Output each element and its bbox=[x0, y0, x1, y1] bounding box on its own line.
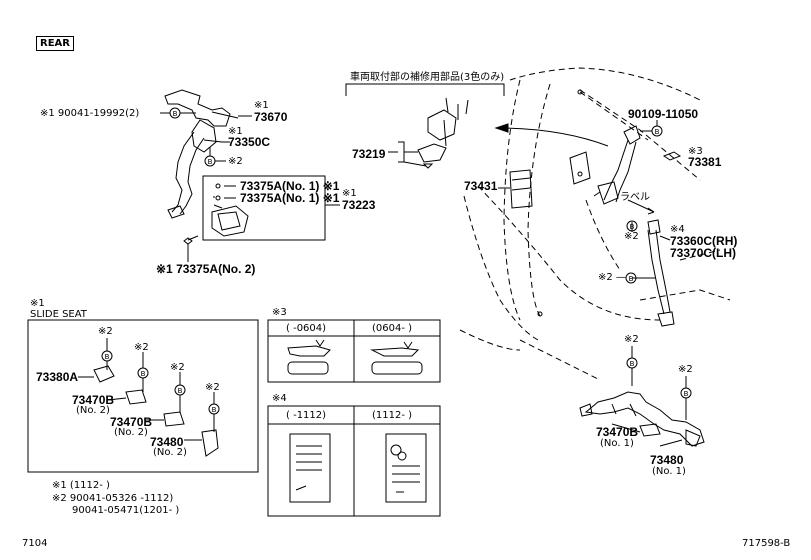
slide-seat-mark: ※1 bbox=[30, 298, 45, 309]
rear-no1-a: (No. 1) bbox=[600, 438, 634, 449]
footnote-2b: 90041-05471(1201- ) bbox=[72, 505, 180, 516]
svg-text:B: B bbox=[105, 353, 110, 361]
slide-no2-b: (No. 2) bbox=[114, 427, 148, 438]
rear-no1-b: (No. 1) bbox=[652, 466, 686, 477]
main-belt-illustration bbox=[593, 125, 675, 327]
box-73223 bbox=[202, 175, 326, 241]
mark-2-belt: ※2 bbox=[624, 231, 639, 242]
mark-2-upper: ※2 bbox=[228, 156, 243, 167]
part-73350c[interactable]: 73350C bbox=[228, 135, 271, 149]
panel-73431-illustration bbox=[509, 169, 533, 209]
part-73381[interactable]: 73381 bbox=[688, 155, 722, 169]
rear-mark-2a: ※2 bbox=[624, 334, 639, 345]
svg-text:B: B bbox=[630, 223, 635, 231]
svg-text:B: B bbox=[684, 390, 689, 398]
part-73375a-no2[interactable]: ※1 73375A(No. 2) bbox=[156, 262, 256, 276]
mark-2-lower-belt: ※2 — bbox=[598, 272, 626, 283]
rear-tag: REAR bbox=[36, 36, 74, 51]
rear-buckles-illustration bbox=[579, 346, 705, 447]
table4-col-1: ( -1112) bbox=[286, 410, 327, 421]
label-jp: ラベル bbox=[620, 192, 650, 203]
retractor-assembly-illustration bbox=[164, 89, 239, 219]
mark-1-73350c: ※1 bbox=[228, 126, 243, 137]
slide-mark-2a: ※2 bbox=[98, 326, 113, 337]
part-73480-no2[interactable]: 73480 bbox=[150, 435, 184, 449]
slide-mark-2b: ※2 bbox=[134, 342, 149, 353]
slide-seat-title: SLIDE SEAT bbox=[30, 309, 87, 320]
mark-1-73223: ※1 bbox=[342, 188, 357, 199]
mark-4-belt: ※4 bbox=[670, 224, 685, 235]
mark-3-73381: ※3 bbox=[688, 146, 703, 157]
footnote-2a: ※2 90041-05326 -1112) bbox=[52, 493, 174, 504]
buckle-73223-illustration bbox=[211, 196, 249, 237]
part-73380a[interactable]: 73380A bbox=[36, 370, 79, 384]
footer-left-code: 7104 bbox=[22, 538, 48, 549]
svg-text:B: B bbox=[141, 370, 146, 378]
part-73219[interactable]: 73219 bbox=[352, 147, 386, 161]
slide-no2-a: (No. 2) bbox=[76, 405, 110, 416]
slide-mark-2d: ※2 bbox=[205, 382, 220, 393]
slide-no2-c: (No. 2) bbox=[153, 447, 187, 458]
slide-mark-2c: ※2 bbox=[170, 362, 185, 373]
anchor-73219-illustration bbox=[417, 97, 469, 169]
part-90109-11050[interactable]: 90109-11050 bbox=[628, 107, 699, 121]
part-73480-no1[interactable]: 73480 bbox=[650, 453, 684, 467]
repair-parts-header: 車両取付部の補修用部品(3色のみ) bbox=[350, 72, 505, 83]
slide-seat-box bbox=[27, 319, 259, 473]
table3-col-2: (0604- ) bbox=[372, 323, 413, 334]
table4-col-2: (1112- ) bbox=[372, 410, 413, 421]
svg-text:B: B bbox=[173, 110, 178, 118]
svg-text:B: B bbox=[629, 275, 634, 283]
svg-text:B: B bbox=[630, 360, 635, 368]
svg-text:B: B bbox=[655, 128, 660, 136]
footnote-1: ※1 (1112- ) bbox=[52, 480, 110, 491]
part-73431[interactable]: 73431 bbox=[464, 179, 498, 193]
svg-text:B: B bbox=[212, 406, 217, 414]
mark-1-73670: ※1 bbox=[254, 100, 269, 111]
rear-mark-2b: ※2 bbox=[678, 364, 693, 375]
part-73360c-rh[interactable]: 73360C(RH) bbox=[670, 234, 738, 248]
part-73375a-no1-a[interactable]: 73375A(No. 1) ※1 bbox=[240, 179, 340, 193]
part-73670[interactable]: 73670 bbox=[254, 110, 288, 124]
slide-seat-buckles bbox=[78, 338, 220, 457]
table4-mark: ※4 bbox=[272, 393, 287, 404]
table3-mark: ※3 bbox=[272, 307, 287, 318]
svg-text:B: B bbox=[178, 387, 183, 395]
svg-text:B: B bbox=[208, 158, 213, 166]
part-73470b-no1[interactable]: 73470B bbox=[596, 425, 639, 439]
table3-col-1: ( -0604) bbox=[286, 323, 327, 334]
part-73370c-lh[interactable]: 73370C(LH) bbox=[670, 246, 737, 260]
note-90041-19992: ※1 90041-19992(2) bbox=[40, 108, 140, 119]
part-73375a-no1-b[interactable]: 73375A(No. 1) ※1 bbox=[240, 191, 340, 205]
part-73470b-no2-a[interactable]: 73470B bbox=[72, 393, 115, 407]
part-73470b-no2-b[interactable]: 73470B bbox=[110, 415, 153, 429]
footer-right-code: 717598-B bbox=[742, 538, 791, 549]
part-73223[interactable]: 73223 bbox=[342, 198, 376, 212]
